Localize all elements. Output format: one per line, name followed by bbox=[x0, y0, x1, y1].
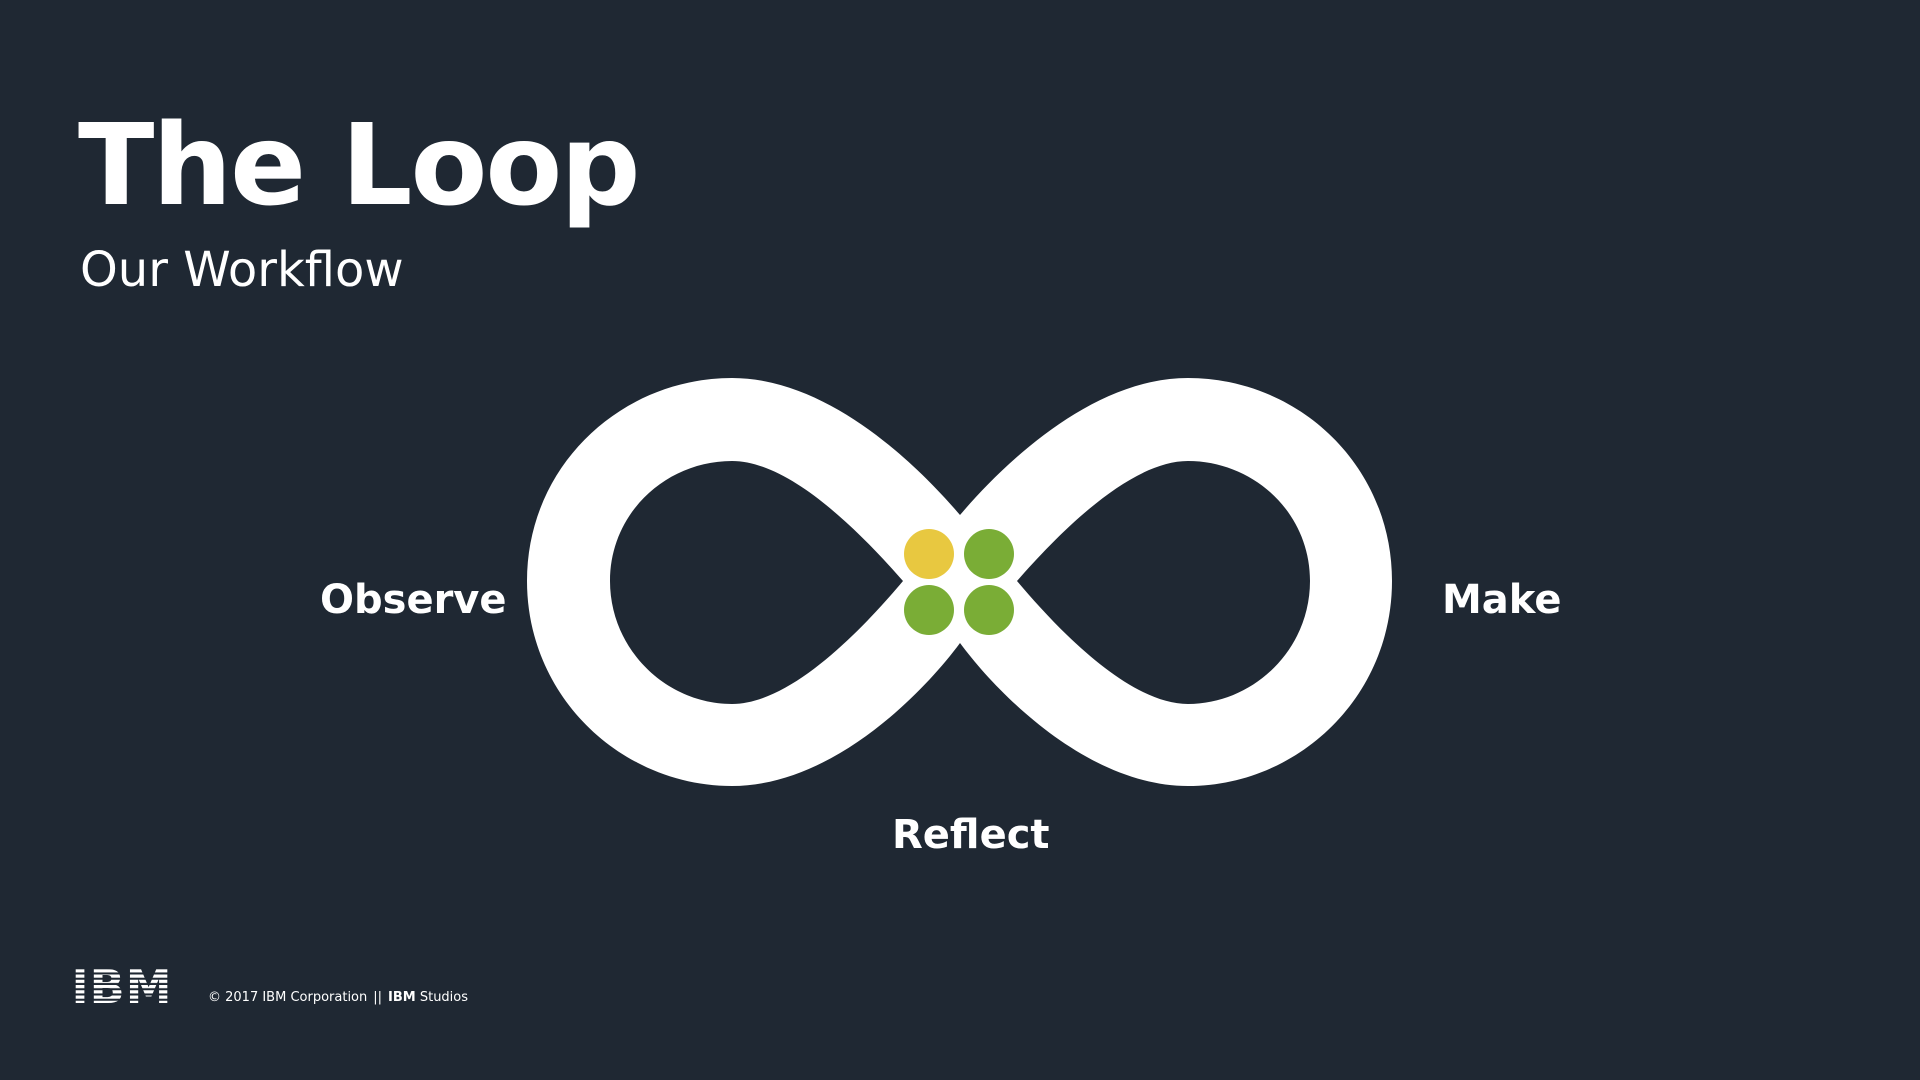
stage-label-make: Make bbox=[1442, 577, 1562, 623]
slide-subtitle: Our Workflow bbox=[80, 242, 404, 298]
center-dots bbox=[904, 529, 1014, 635]
ibm-logo: IBM bbox=[74, 964, 170, 1006]
green-dot bbox=[964, 529, 1014, 579]
green-dot bbox=[904, 585, 954, 635]
infinity-loop-shape bbox=[527, 378, 1392, 786]
stage-label-reflect: Reflect bbox=[892, 812, 1050, 858]
footer-separator: || bbox=[373, 990, 383, 1005]
stage-label-observe: Observe bbox=[320, 577, 507, 623]
copyright-text: © 2017 IBM Corporation bbox=[208, 990, 368, 1005]
ibm-logo-text: IBM bbox=[74, 964, 170, 1006]
footer-studio: Studios bbox=[419, 990, 469, 1005]
yellow-dot bbox=[904, 529, 954, 579]
green-dot bbox=[964, 585, 1014, 635]
footer-copyright: © 2017 IBM Corporation || IBM Studios bbox=[208, 991, 468, 1004]
slide-title: The Loop bbox=[78, 101, 641, 231]
footer-brand: IBM bbox=[388, 990, 416, 1005]
